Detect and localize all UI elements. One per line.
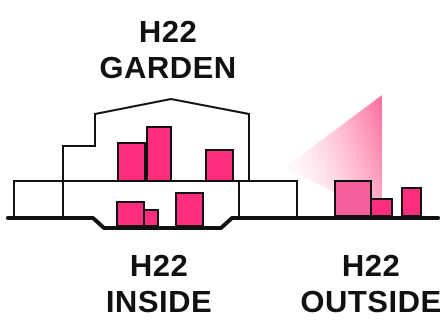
garden-block-2 (146, 126, 172, 182)
right-annex (249, 180, 298, 216)
garden-label: H22 GARDEN (73, 14, 263, 86)
garden-label-line2: GARDEN (99, 50, 237, 85)
inside-block-3 (175, 192, 204, 227)
garden-block-3 (205, 149, 234, 182)
inside-block-2 (143, 209, 159, 227)
garden-structure (62, 97, 250, 216)
inside-blocks (116, 192, 204, 227)
building-outline (13, 97, 298, 216)
garden-blocks (117, 126, 234, 182)
outside-blocks (334, 180, 422, 217)
outside-label-line2: OUTSIDE (300, 284, 442, 319)
inside-block-1 (116, 201, 145, 227)
outside-label: H22 OUTSIDE (286, 248, 446, 320)
outside-block-2 (370, 198, 393, 217)
inside-label-line2: INSIDE (105, 284, 213, 319)
garden-block-1 (117, 142, 146, 182)
inside-label-line1: H22 (129, 248, 189, 283)
outside-block-1 (334, 180, 372, 217)
inside-label: H22 INSIDE (64, 248, 254, 320)
outside-label-line1: H22 (341, 248, 401, 283)
ground-line (6, 216, 440, 230)
outside-block-3 (401, 187, 422, 217)
garden-label-line1: H22 (138, 14, 198, 49)
